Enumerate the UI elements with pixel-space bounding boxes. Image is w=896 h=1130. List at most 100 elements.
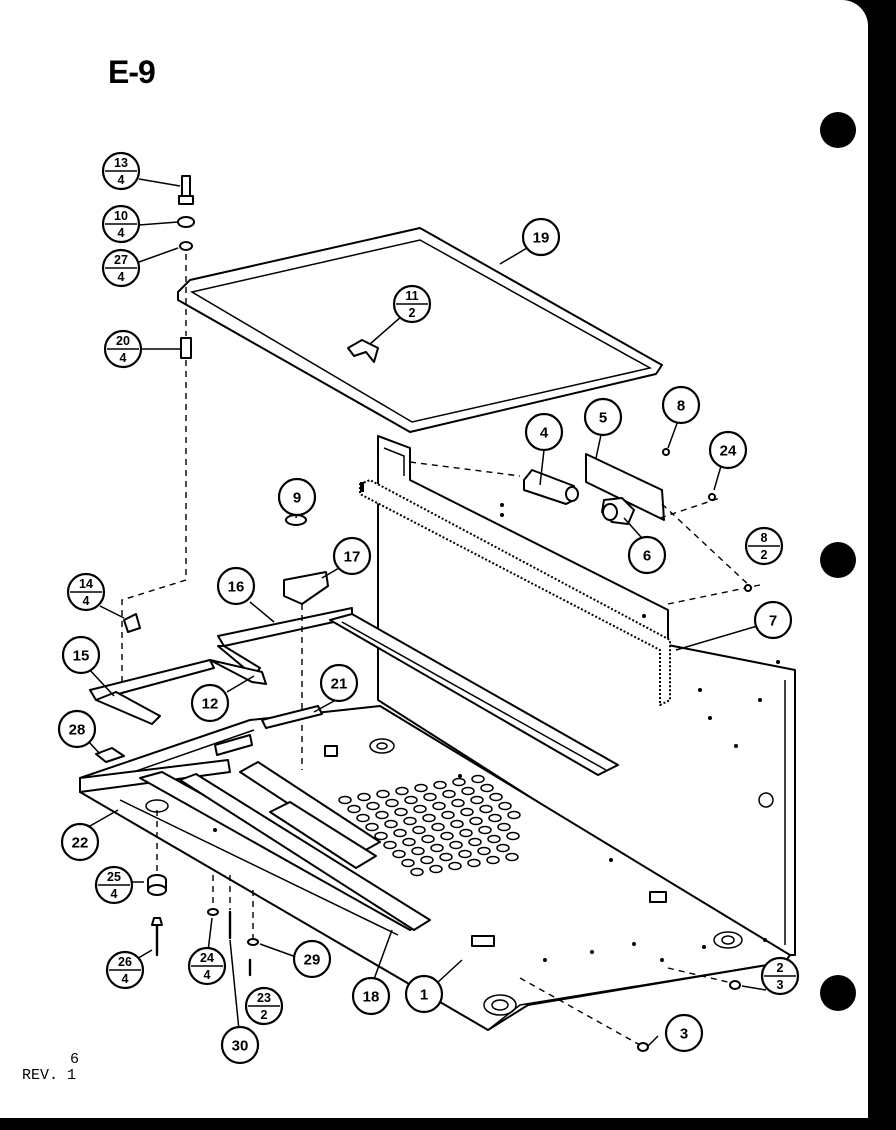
callout-part-number: 15 xyxy=(73,648,90,665)
callout-part-number: 4 xyxy=(540,425,549,442)
callout-quantity: 3 xyxy=(777,978,784,992)
callout-part-number: 30 xyxy=(232,1038,249,1055)
callout-part-number: 24 xyxy=(720,443,737,460)
vent-hole xyxy=(489,792,503,802)
callout-quantity: 2 xyxy=(761,548,768,562)
callout-part-number: 27 xyxy=(114,253,128,267)
bolt-stack xyxy=(121,175,195,700)
callout-part-number: 14 xyxy=(79,577,93,591)
vent-hole xyxy=(394,807,408,817)
element-assembly xyxy=(409,448,761,605)
small-parts xyxy=(95,613,323,763)
vent-hole xyxy=(430,843,444,853)
callout-part-number: 3 xyxy=(680,1026,688,1043)
vent-hole xyxy=(451,798,465,808)
vent-hole xyxy=(496,843,510,853)
vent-hole xyxy=(467,858,481,868)
callout-8: 8 xyxy=(661,385,701,425)
vent-hole xyxy=(442,789,456,799)
vent-hole xyxy=(477,846,491,856)
vent-hole xyxy=(498,801,512,811)
feet-and-screws xyxy=(147,810,741,1052)
vent-hole xyxy=(423,792,437,802)
vent-hole xyxy=(421,834,435,844)
vent-hole xyxy=(497,822,511,832)
callout-part-number: 28 xyxy=(69,722,86,739)
page-footer: 6 REV. 1 xyxy=(22,1052,79,1084)
vent-hole xyxy=(450,819,464,829)
callout-16: 16 xyxy=(216,566,256,606)
punch-hole-top xyxy=(820,112,856,148)
callout-4: 4 xyxy=(524,412,564,452)
vent-hole xyxy=(448,861,462,871)
callout-circle xyxy=(524,412,564,452)
callout-part-number: 8 xyxy=(761,531,768,545)
callout-2-qty-3: 23 xyxy=(760,956,800,996)
vent-hole xyxy=(452,777,466,787)
vent-hole xyxy=(401,858,415,868)
callout-part-number: 11 xyxy=(405,289,418,303)
vent-hole xyxy=(431,822,445,832)
vent-hole xyxy=(347,804,361,814)
callout-21: 21 xyxy=(319,663,359,703)
top-cover-part xyxy=(177,227,663,433)
vent-hole xyxy=(432,801,446,811)
callout-28: 28 xyxy=(57,709,97,749)
callout-10-qty-4: 104 xyxy=(101,204,141,244)
vent-hole xyxy=(365,822,379,832)
callout-part-number: 5 xyxy=(599,410,607,427)
callout-20-qty-4: 204 xyxy=(103,329,143,369)
callout-14-qty-4: 144 xyxy=(66,572,106,612)
callout-circle xyxy=(521,217,561,257)
callout-part-number: 9 xyxy=(293,490,301,507)
vent-hole xyxy=(375,810,389,820)
rail-15-part xyxy=(89,659,267,725)
callout-circle xyxy=(57,709,97,749)
callout-17: 17 xyxy=(332,536,372,576)
vent-hole xyxy=(458,849,472,859)
vent-hole xyxy=(338,795,352,805)
vent-hole xyxy=(384,819,398,829)
callout-circle xyxy=(277,477,317,517)
vent-hole xyxy=(441,810,455,820)
vent-hole xyxy=(459,828,473,838)
vent-hole xyxy=(486,855,500,865)
vent-hole xyxy=(374,831,388,841)
callout-circle xyxy=(753,600,793,640)
callout-quantity: 4 xyxy=(83,594,90,608)
punch-hole-middle xyxy=(820,542,856,578)
callout-quantity: 4 xyxy=(111,887,118,901)
callout-part-number: 12 xyxy=(202,696,219,713)
callout-part-number: 29 xyxy=(304,952,321,969)
callout-quantity: 4 xyxy=(120,351,127,365)
vent-hole xyxy=(420,855,434,865)
callout-part-number: 6 xyxy=(643,548,651,565)
vent-hole xyxy=(385,798,399,808)
slotted-rail-part xyxy=(239,761,381,869)
callout-part-number: 24 xyxy=(200,951,214,965)
callout-6: 6 xyxy=(627,535,667,575)
callout-circle xyxy=(583,397,623,437)
callout-3: 3 xyxy=(664,1013,704,1053)
callout-22: 22 xyxy=(60,822,100,862)
vent-hole xyxy=(468,837,482,847)
vent-hole xyxy=(413,804,427,814)
callout-part-number: 13 xyxy=(114,156,128,170)
vent-hole xyxy=(471,774,485,784)
vent-hole xyxy=(479,804,493,814)
vent-hole xyxy=(506,831,520,841)
revision-label: REV. 1 xyxy=(22,1067,77,1084)
callout-quantity: 4 xyxy=(204,968,211,982)
vent-hole xyxy=(392,849,406,859)
callout-30: 30 xyxy=(220,1025,260,1065)
vent-hole xyxy=(403,816,417,826)
binder-holes xyxy=(820,112,856,1011)
page-number: 6 xyxy=(70,1051,80,1068)
vent-hole xyxy=(433,780,447,790)
vent-hole xyxy=(440,831,454,841)
vent-hole xyxy=(429,864,443,874)
callout-13-qty-4: 134 xyxy=(101,151,141,191)
callout-27-qty-4: 274 xyxy=(101,248,141,288)
vent-hole xyxy=(470,795,484,805)
callout-24-qty-4: 244 xyxy=(187,946,227,986)
